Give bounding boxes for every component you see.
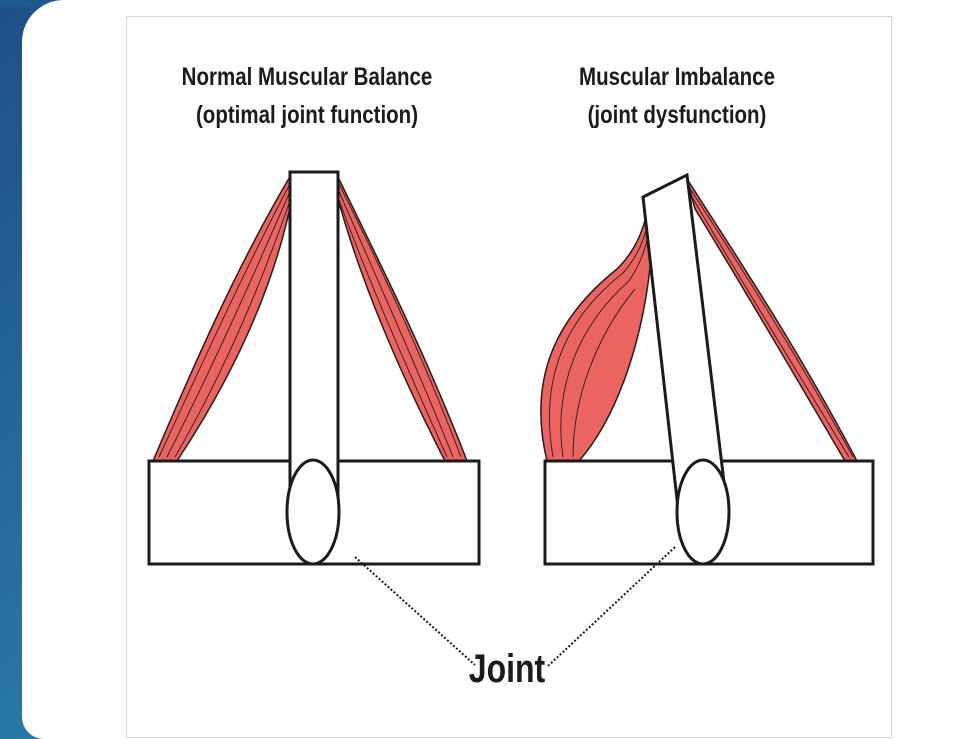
left-vertical-bone (290, 172, 338, 507)
right-edge-mask (935, 0, 965, 70)
right-joint (677, 460, 729, 564)
diagram-drawing (127, 17, 891, 737)
right-muscle-left (541, 213, 653, 461)
left-joint (287, 460, 339, 564)
joint-label: Joint (451, 647, 563, 692)
left-muscle-right (337, 175, 467, 461)
muscle-balance-figure: Normal Muscular Balance (optimal joint f… (126, 16, 892, 738)
right-diagram (541, 175, 873, 564)
left-diagram (149, 172, 479, 564)
slide-canvas: Normal Muscular Balance (optimal joint f… (22, 0, 965, 739)
